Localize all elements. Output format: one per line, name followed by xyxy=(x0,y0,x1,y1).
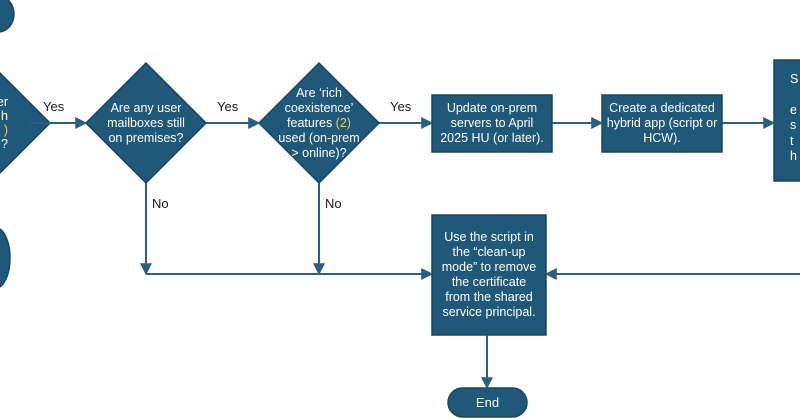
partial-right-line-3: e xyxy=(790,102,797,117)
decision-rich-coexistence-text: Are ‘rich coexistence’ features (2) used… xyxy=(275,86,363,160)
edge-label-yes-1: Yes xyxy=(43,99,65,114)
partial-right-line-6: h xyxy=(790,149,797,163)
edge-label-yes-3: Yes xyxy=(390,99,412,114)
edge-label-no-2: No xyxy=(325,196,342,211)
partial-left-line-4: ? xyxy=(1,137,8,151)
process-cleanup-text: Use the script in the “clean-up mode” to… xyxy=(438,220,540,330)
process-create-app-label: Create a dedicated hybrid app (script or… xyxy=(606,101,718,145)
process-cleanup-label: Use the script in the “clean-up mode” to… xyxy=(441,230,537,319)
end-node-text: End xyxy=(448,388,527,417)
partial-right-line-4: s xyxy=(790,118,797,132)
partial-right-line-1: S xyxy=(790,72,799,86)
rich-label-pre: Are ‘rich coexistence’ features xyxy=(284,85,354,130)
process-update-text: Update on-prem servers to April 2025 HU … xyxy=(436,95,548,152)
process-partial-right-shape xyxy=(773,59,800,182)
left-node-partial xyxy=(0,228,11,288)
rich-label-footnote: (2) xyxy=(335,115,351,130)
decision-rich-coexistence-label: Are ‘rich coexistence’ features (2) used… xyxy=(275,86,363,161)
decision-mailboxes-text: Are any user mailboxes still on premises… xyxy=(106,90,186,156)
partial-left-line-2: h xyxy=(1,109,8,123)
partial-left-line-1: er xyxy=(0,95,8,109)
partial-right-line-5: t xyxy=(790,133,794,148)
process-create-app-shape xyxy=(601,94,723,153)
edge-label-no-1: No xyxy=(152,196,169,211)
process-create-app-text: Create a dedicated hybrid app (script or… xyxy=(606,95,718,152)
process-partial-right-text: S e s t h xyxy=(790,72,800,172)
edge-label-yes-2: Yes xyxy=(217,99,239,114)
process-update-label: Update on-prem servers to April 2025 HU … xyxy=(440,101,544,145)
decision-mailboxes-label: Are any user mailboxes still on premises… xyxy=(107,100,185,145)
start-node-partial xyxy=(0,0,15,33)
partial-left-line-3: ) xyxy=(3,123,8,137)
partial-left-decision-text: er h ) ? xyxy=(0,95,8,151)
rich-label-post: used (on-prem > online)? xyxy=(278,130,360,160)
end-node-label: End xyxy=(475,395,500,410)
